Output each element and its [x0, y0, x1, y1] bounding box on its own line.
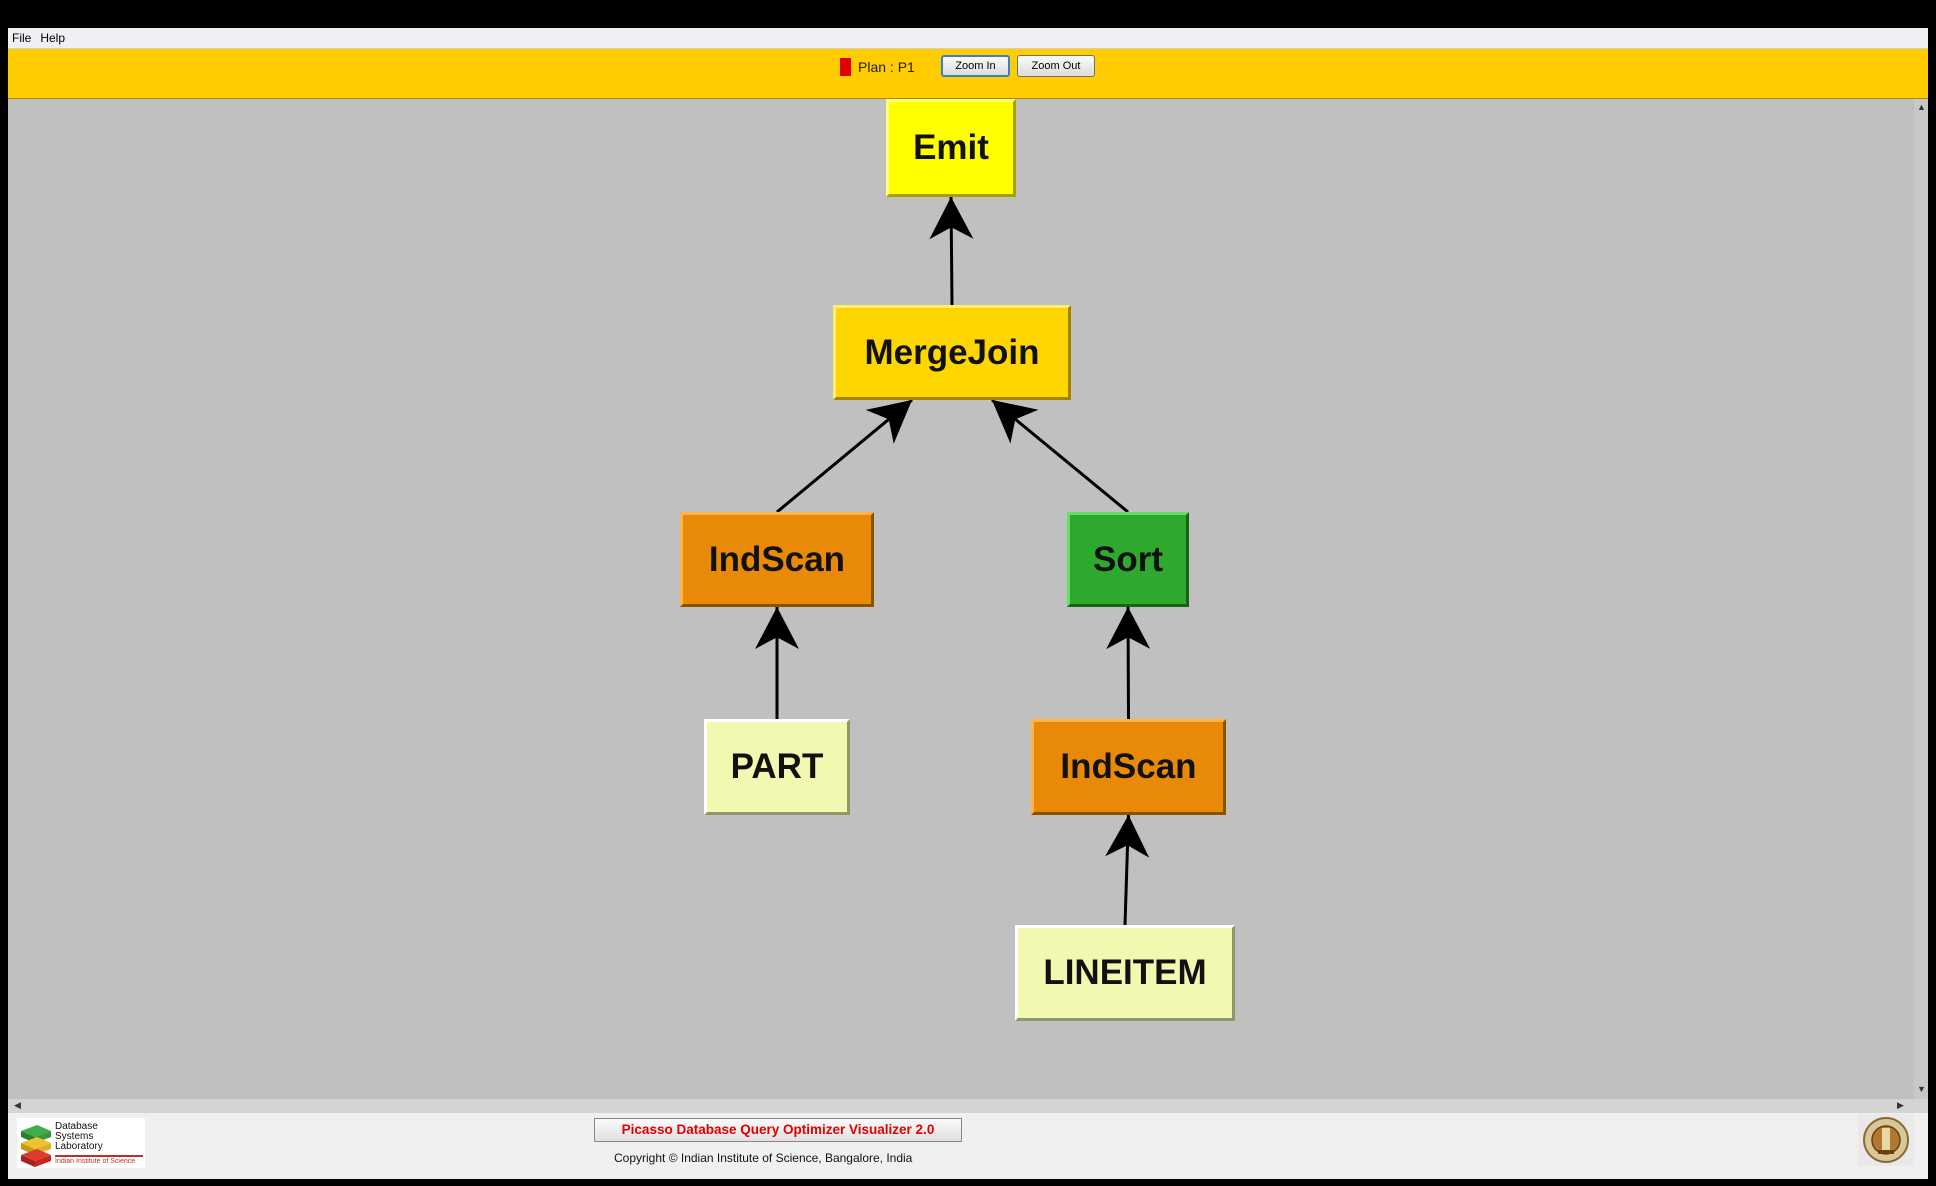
zoom-in-button[interactable]: Zoom In: [941, 55, 1010, 77]
node-emit[interactable]: Emit: [886, 99, 1016, 197]
node-indscan-left[interactable]: IndScan: [680, 512, 874, 607]
app-window: File Help Plan : P1 Zoom In Zoom Out Emit…: [8, 28, 1928, 1179]
logo-line-2: Systems: [55, 1131, 94, 1142]
zoom-out-button[interactable]: Zoom Out: [1017, 55, 1095, 77]
logo-text: Database Systems Laboratory: [55, 1122, 103, 1152]
stacked-blocks-icon: [21, 1125, 51, 1167]
plan-tree-edges: [755, 196, 1151, 926]
toolbar: Plan : P1 Zoom In Zoom Out: [8, 49, 1928, 99]
logo-line-1: Database: [55, 1121, 98, 1132]
logo-line-3: Laboratory: [55, 1141, 103, 1152]
menu-file[interactable]: File: [12, 31, 32, 45]
menu-bar: File Help: [8, 28, 1928, 49]
node-lineitem[interactable]: LINEITEM: [1015, 925, 1235, 1021]
plan-color-swatch: [840, 58, 851, 76]
scroll-left-arrow-icon[interactable]: ◀: [14, 1100, 21, 1110]
vertical-scrollbar[interactable]: ▲ ▼: [1914, 99, 1928, 1099]
arrowhead-icon: [1105, 815, 1150, 858]
arrowhead-icon: [1106, 607, 1151, 650]
app-title-button[interactable]: Picasso Database Query Optimizer Visuali…: [594, 1118, 962, 1142]
node-sort[interactable]: Sort: [1067, 512, 1189, 607]
plan-label: Plan : P1: [858, 59, 915, 75]
logo-rule: [55, 1155, 143, 1157]
footer: Database Systems Laboratory Indian Insti…: [8, 1114, 1928, 1179]
plan-tree-canvas[interactable]: Emit MergeJoin IndScan Sort PART IndScan…: [8, 99, 1914, 1099]
scroll-up-arrow-icon[interactable]: ▲: [1917, 102, 1926, 112]
scroll-right-arrow-icon[interactable]: ▶: [1897, 1100, 1904, 1110]
arrowhead-icon: [992, 400, 1039, 444]
node-part[interactable]: PART: [704, 719, 850, 815]
copyright-text: Copyright © Indian Institute of Science,…: [614, 1151, 913, 1165]
iisc-emblem-icon: [1858, 1114, 1914, 1166]
menu-help[interactable]: Help: [40, 31, 66, 45]
scroll-down-arrow-icon[interactable]: ▼: [1917, 1084, 1926, 1094]
emblem-graphic: [1863, 1117, 1909, 1163]
arrowhead-icon: [865, 400, 912, 444]
dsl-logo: Database Systems Laboratory Indian Insti…: [17, 1118, 145, 1168]
node-mergejoin[interactable]: MergeJoin: [833, 305, 1071, 400]
horizontal-scrollbar[interactable]: ◀ ▶: [8, 1099, 1928, 1113]
arrowhead-icon: [929, 197, 974, 240]
arrowhead-icon: [755, 607, 799, 649]
node-indscan-right[interactable]: IndScan: [1031, 719, 1226, 815]
logo-subtitle: Indian Institute of Science: [55, 1158, 136, 1165]
